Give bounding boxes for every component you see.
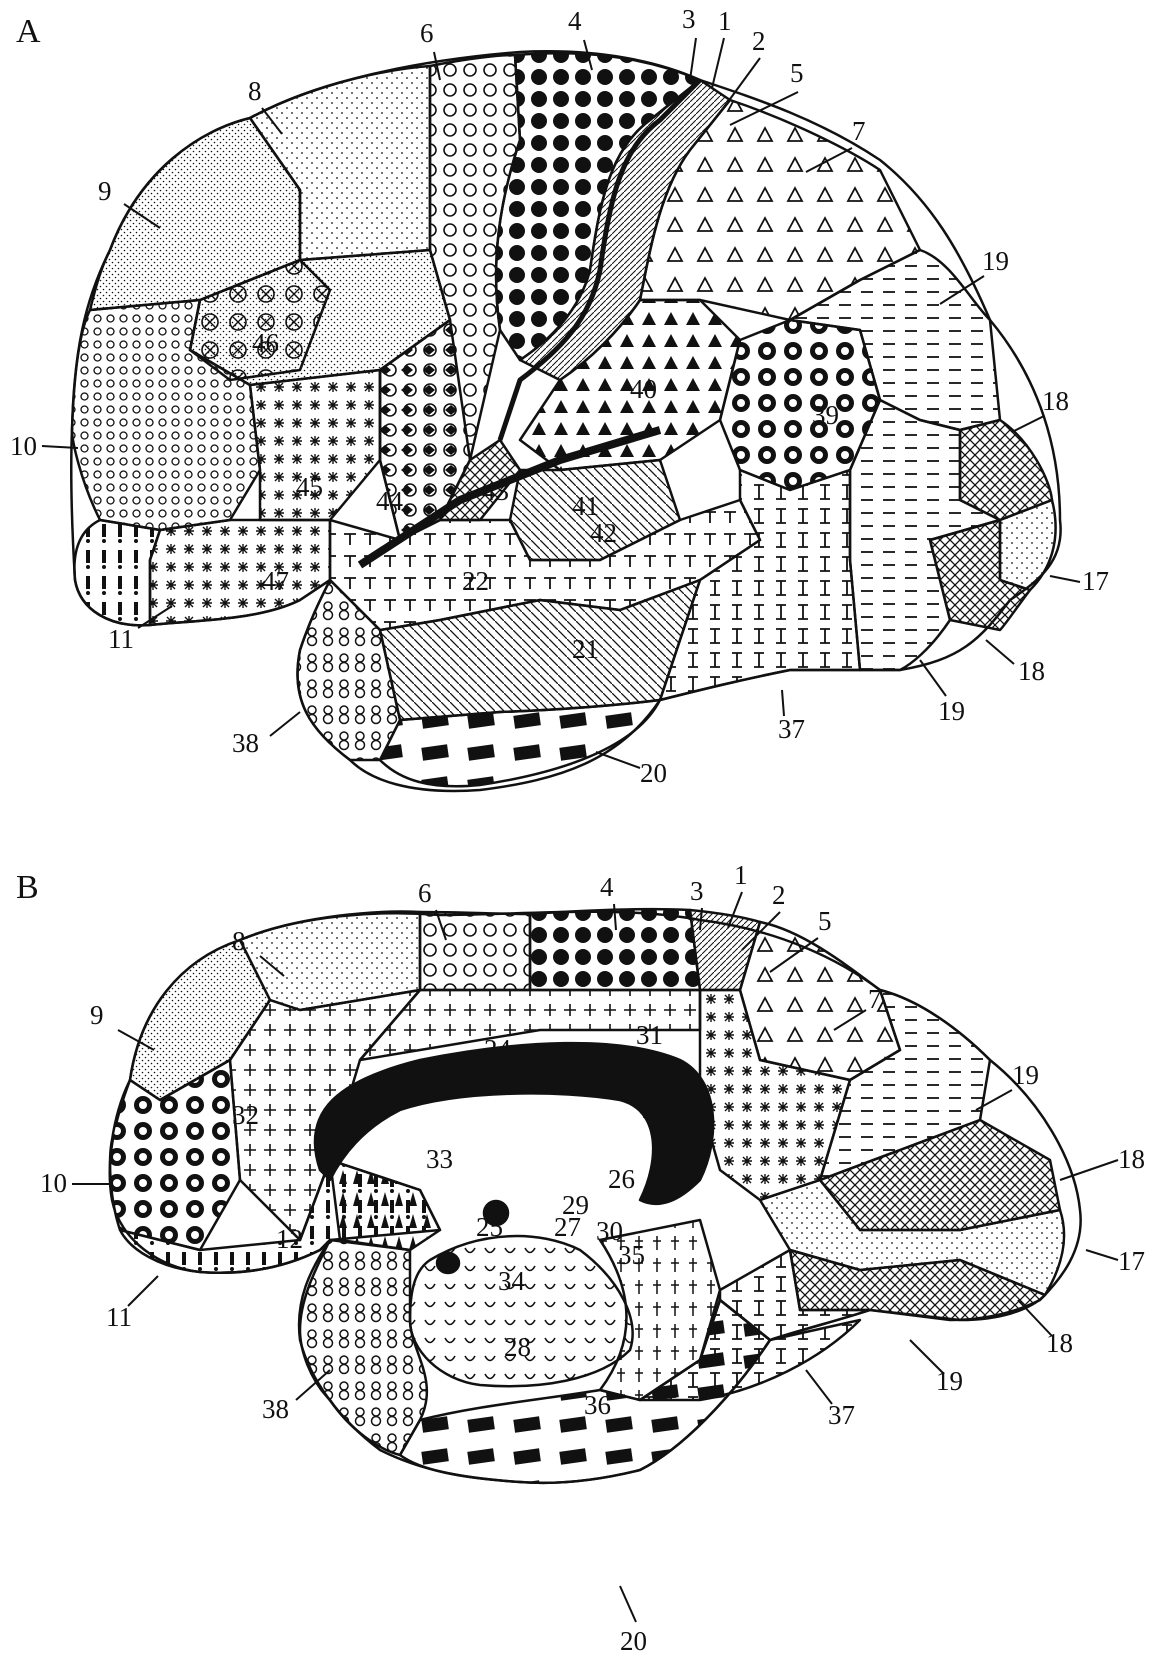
label-a-19-upper: 19 bbox=[982, 246, 1009, 276]
label-a-19-lower: 19 bbox=[938, 696, 965, 726]
label-a-1: 1 bbox=[718, 6, 732, 36]
label-b-23: 23 bbox=[642, 1094, 669, 1124]
label-b-24: 24 bbox=[484, 1034, 512, 1064]
label-b-6: 6 bbox=[418, 878, 432, 908]
label-a-38: 38 bbox=[232, 728, 259, 758]
label-a-11: 11 bbox=[108, 624, 134, 654]
label-a-9: 9 bbox=[98, 176, 112, 206]
label-b-10: 10 bbox=[40, 1168, 67, 1198]
label-b-31: 31 bbox=[636, 1020, 663, 1050]
label-b-12: 12 bbox=[276, 1224, 303, 1254]
label-a-42: 42 bbox=[590, 518, 617, 548]
label-b-34: 34 bbox=[498, 1266, 526, 1296]
area-38-medial-region bbox=[300, 1240, 427, 1455]
label-b-9: 9 bbox=[90, 1000, 104, 1030]
label-a-22: 22 bbox=[462, 566, 489, 596]
label-a-4: 4 bbox=[568, 6, 582, 36]
label-b-25: 25 bbox=[476, 1212, 503, 1242]
label-b-18-upper: 18 bbox=[1118, 1144, 1145, 1174]
label-a-45: 45 bbox=[296, 472, 323, 502]
label-b-19-upper: 19 bbox=[1012, 1060, 1039, 1090]
lateral-view-panel: A bbox=[10, 4, 1109, 791]
label-a-17: 17 bbox=[1082, 566, 1109, 596]
label-b-8: 8 bbox=[232, 926, 246, 956]
label-a-10: 10 bbox=[10, 431, 37, 461]
label-b-17: 17 bbox=[1118, 1246, 1145, 1276]
label-b-37: 37 bbox=[828, 1400, 855, 1430]
label-a-43: 43 bbox=[482, 476, 509, 506]
label-b-28: 28 bbox=[504, 1332, 531, 1362]
label-a-44: 44 bbox=[376, 486, 404, 516]
panel-letter-a: A bbox=[16, 13, 41, 50]
area-6-medial-region bbox=[420, 912, 530, 990]
label-a-21: 21 bbox=[572, 634, 599, 664]
label-a-39: 39 bbox=[812, 400, 839, 430]
label-a-41: 41 bbox=[572, 491, 599, 521]
label-b-32: 32 bbox=[232, 1100, 259, 1130]
area-47-region bbox=[150, 520, 330, 625]
panel-letter-b: B bbox=[16, 869, 39, 906]
label-b-2: 2 bbox=[772, 880, 786, 910]
label-b-20: 20 bbox=[620, 1626, 647, 1656]
label-b-33: 33 bbox=[426, 1144, 453, 1174]
label-a-6: 6 bbox=[420, 18, 434, 48]
area-11-region bbox=[74, 520, 160, 625]
label-b-29: 29 bbox=[562, 1190, 589, 1220]
label-b-11: 11 bbox=[106, 1302, 132, 1332]
label-b-36: 36 bbox=[584, 1390, 611, 1420]
label-a-2: 2 bbox=[752, 26, 766, 56]
medial-view-panel: B bbox=[16, 860, 1145, 1656]
lateral-hemisphere-map bbox=[71, 51, 1060, 791]
label-a-18-upper: 18 bbox=[1042, 386, 1069, 416]
label-a-3: 3 bbox=[682, 4, 696, 34]
label-b-26: 26 bbox=[608, 1164, 635, 1194]
label-b-35: 35 bbox=[618, 1240, 645, 1270]
label-b-7: 7 bbox=[868, 984, 882, 1014]
label-a-47: 47 bbox=[262, 566, 289, 596]
label-b-4: 4 bbox=[600, 872, 614, 902]
label-a-40: 40 bbox=[630, 374, 657, 404]
label-a-8: 8 bbox=[248, 76, 262, 106]
label-a-20: 20 bbox=[640, 758, 667, 788]
optic-region-dot bbox=[437, 1253, 459, 1273]
label-b-1: 1 bbox=[734, 860, 748, 890]
label-b-5: 5 bbox=[818, 906, 832, 936]
label-a-46: 46 bbox=[252, 328, 279, 358]
label-a-5: 5 bbox=[790, 58, 804, 88]
label-b-3: 3 bbox=[690, 876, 704, 906]
label-a-7: 7 bbox=[852, 116, 866, 146]
label-a-37: 37 bbox=[778, 714, 805, 744]
label-b-38: 38 bbox=[262, 1394, 289, 1424]
label-a-18-lower: 18 bbox=[1018, 656, 1045, 686]
